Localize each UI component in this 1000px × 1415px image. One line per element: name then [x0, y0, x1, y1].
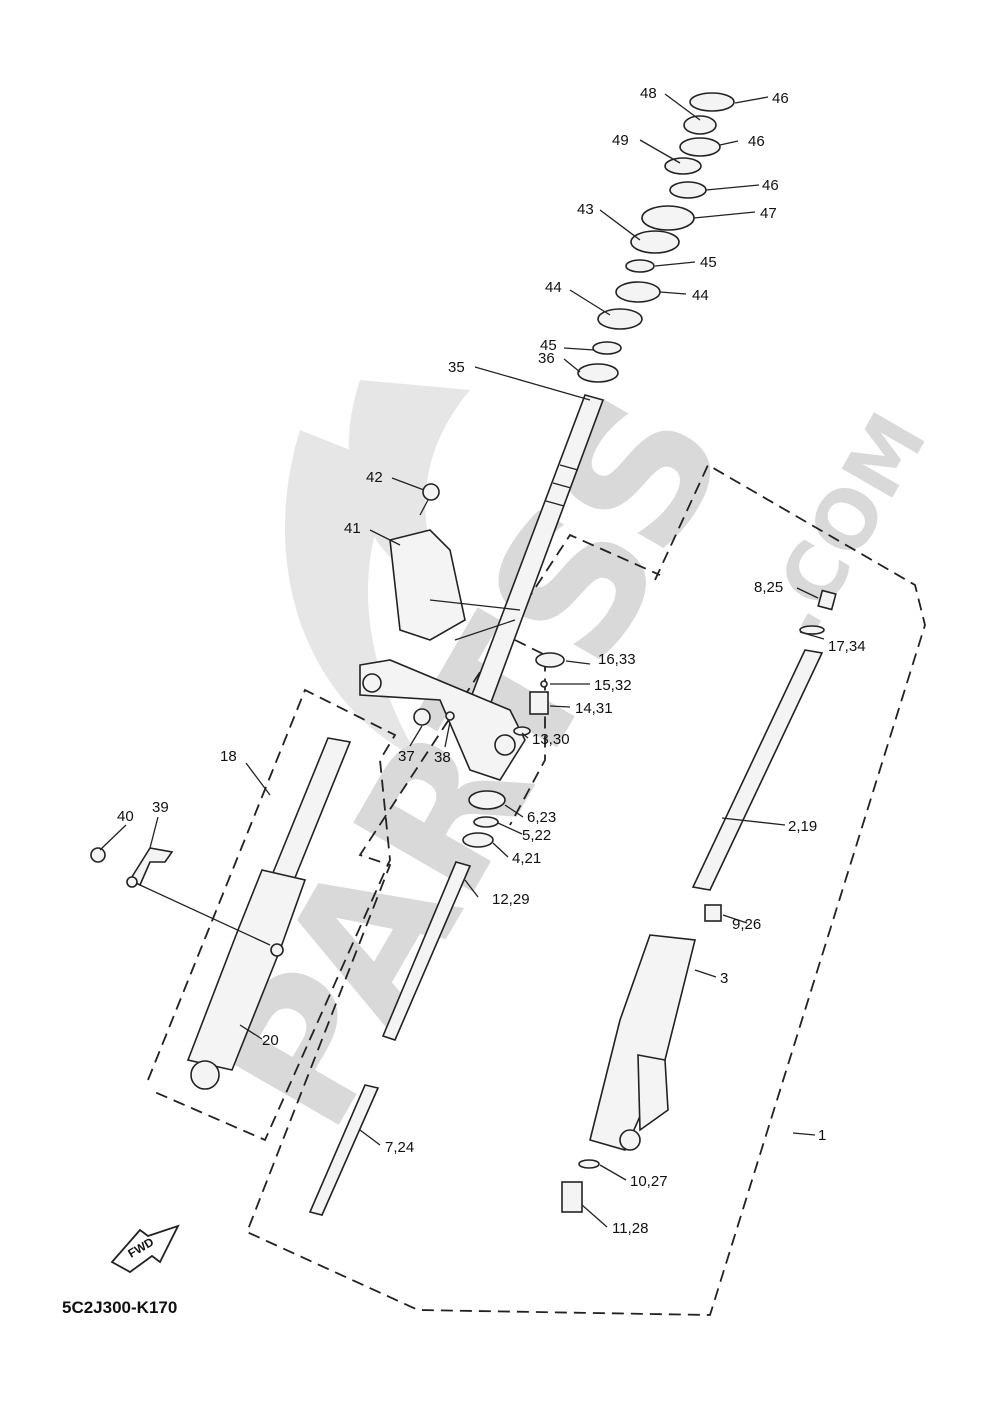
label-6-23: 6,23 — [527, 809, 556, 826]
label-8-25: 8,25 — [754, 579, 783, 596]
label-12-29: 12,29 — [492, 891, 530, 908]
label-3: 3 — [720, 970, 728, 987]
label-1: 1 — [818, 1127, 826, 1144]
label-37: 37 — [398, 748, 415, 765]
label-5-22: 5,22 — [522, 827, 551, 844]
label-45a: 45 — [700, 254, 717, 271]
label-46a: 46 — [772, 90, 789, 107]
right-fork-parts — [513, 589, 837, 1213]
label-7-24: 7,24 — [385, 1139, 414, 1156]
label-16-33: 16,33 — [598, 651, 636, 668]
label-11-28: 11,28 — [612, 1220, 648, 1237]
label-9-26: 9,26 — [732, 916, 761, 933]
label-46c: 46 — [762, 177, 779, 194]
label-20: 20 — [262, 1032, 279, 1049]
label-48: 48 — [640, 85, 657, 102]
label-4-21: 4,21 — [512, 850, 541, 867]
label-45b: 45 — [540, 337, 557, 354]
label-36: 36 — [538, 350, 555, 367]
label-18: 18 — [220, 748, 237, 765]
left-fork-parts — [90, 737, 352, 1090]
center-parts — [308, 708, 506, 1216]
label-35: 35 — [448, 359, 465, 376]
fwd-arrow: FWD — [110, 1224, 180, 1274]
outline-assembly-1 — [245, 463, 926, 1316]
label-43: 43 — [577, 201, 594, 218]
diagram-code: 5C2J300-K170 — [62, 1298, 177, 1317]
label-41: 41 — [344, 520, 361, 537]
label-49: 49 — [612, 132, 629, 149]
label-17-34: 17,34 — [828, 638, 866, 655]
part-labels: 48 46 49 46 46 43 47 45 44 44 45 36 35 4… — [117, 85, 866, 1237]
label-38: 38 — [434, 749, 451, 766]
label-2-19: 2,19 — [788, 818, 817, 835]
label-42: 42 — [366, 469, 383, 486]
label-46b: 46 — [748, 133, 765, 150]
label-40: 40 — [117, 808, 134, 825]
watermark-suffix: .COM — [746, 398, 945, 650]
steering-stem-parts — [359, 92, 735, 781]
label-39: 39 — [152, 799, 169, 816]
label-14-31: 14,31 — [575, 700, 613, 717]
label-10-27: 10,27 — [630, 1173, 668, 1190]
leader-lines — [99, 93, 825, 1228]
label-44b: 44 — [692, 287, 709, 304]
outline-assembly-18 — [147, 688, 397, 1142]
label-44a: 44 — [545, 279, 562, 296]
label-47: 47 — [760, 205, 777, 222]
label-13-30: 13,30 — [532, 731, 570, 748]
label-15-32: 15,32 — [594, 677, 632, 694]
